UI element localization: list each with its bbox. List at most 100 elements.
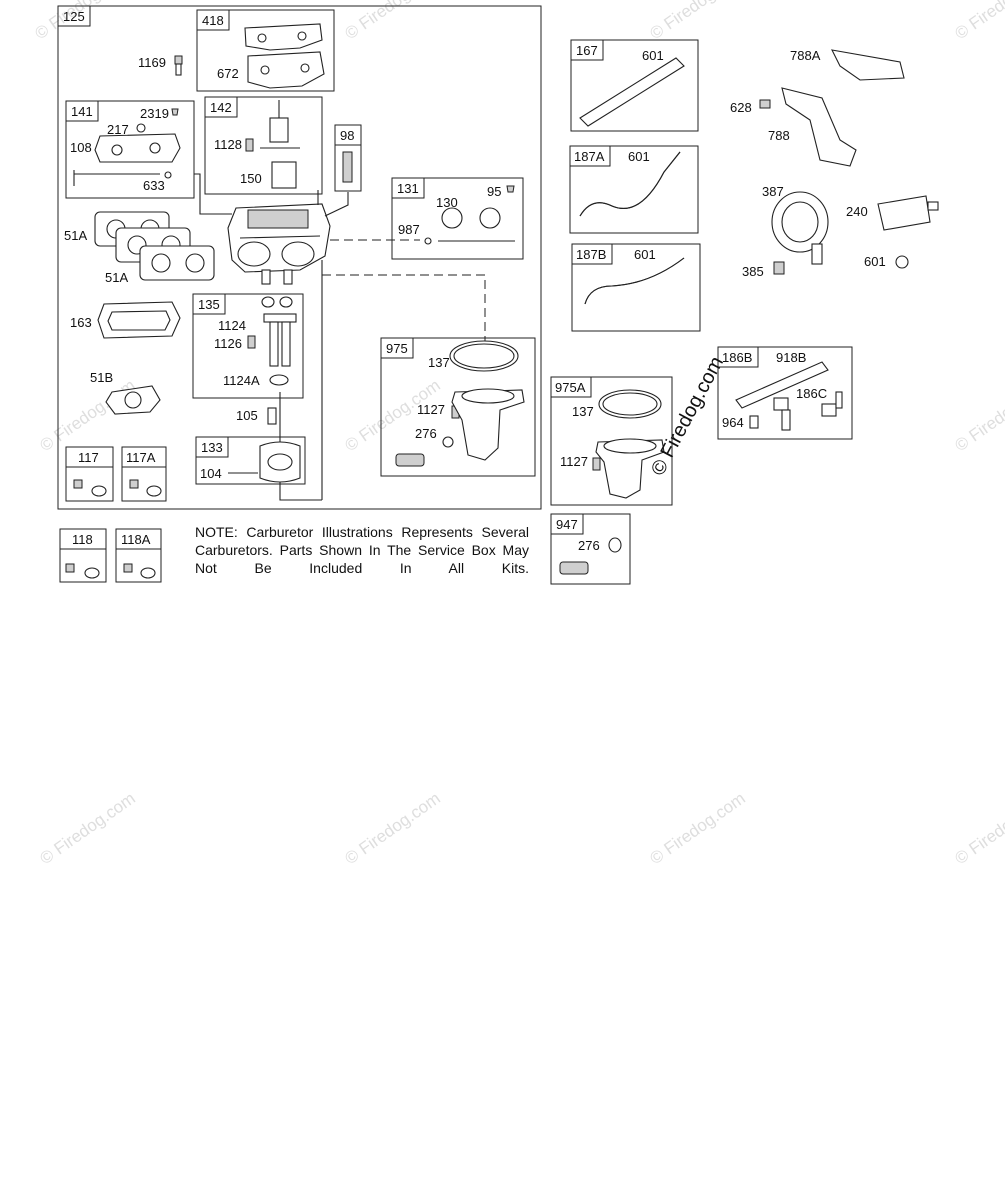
plug-217 — [136, 123, 146, 133]
ref-142: 142 — [210, 100, 232, 115]
ref-141: 141 — [71, 104, 93, 119]
frame-975 — [380, 337, 536, 477]
ref-137-975: 137 — [428, 355, 450, 370]
float-1124 — [261, 296, 297, 367]
fuel-line-187b — [584, 257, 685, 305]
ref-131: 131 — [397, 181, 419, 196]
frame-125 — [57, 5, 542, 510]
frame-187a — [569, 145, 699, 234]
ref-2319: 2319 — [140, 106, 169, 121]
ref-217: 217 — [107, 122, 129, 137]
frame-133 — [195, 436, 306, 485]
gasket-163 — [97, 301, 181, 339]
ref-1124: 1124 — [218, 318, 246, 333]
ref-633: 633 — [143, 178, 165, 193]
valve-disc-left — [441, 207, 463, 229]
label-box-125 — [57, 5, 91, 27]
label-box-117a — [121, 446, 167, 468]
frame-418 — [196, 9, 335, 92]
watermark: © Firedog.com — [36, 376, 138, 456]
ref-186c: 186C — [796, 386, 827, 401]
bracket-788a — [831, 49, 905, 81]
frame-131 — [391, 177, 524, 260]
fuel-filter-240 — [877, 195, 939, 231]
screw-1126 — [247, 335, 256, 349]
ref-788a: 788A — [790, 48, 821, 63]
label-box-131 — [391, 177, 425, 199]
ref-163: 163 — [70, 315, 92, 330]
ref-1127-975: 1127 — [417, 402, 445, 417]
ref-975: 975 — [386, 341, 408, 356]
label-box-98 — [334, 124, 362, 146]
float-133 — [259, 441, 301, 483]
bracket-788 — [781, 87, 857, 167]
ref-150: 150 — [240, 171, 262, 186]
float-bowl-975 — [395, 388, 525, 467]
needle-105 — [267, 407, 277, 425]
ref-51a-upper: 51A — [64, 228, 87, 243]
ref-135: 135 — [198, 297, 220, 312]
frame-141 — [65, 100, 195, 199]
frame-142 — [204, 96, 323, 195]
label-box-142 — [204, 96, 238, 118]
frame-187b — [571, 243, 701, 332]
gasket-plate-672 — [247, 51, 325, 89]
screw-1128 — [245, 138, 254, 152]
label-box-117 — [65, 446, 114, 468]
ref-418: 418 — [202, 13, 224, 28]
copyright-watermark: © Firedog.com — [647, 353, 728, 479]
ref-98: 98 — [340, 128, 354, 143]
plate-150 — [271, 161, 297, 189]
ref-964: 964 — [722, 415, 744, 430]
gasket-108 — [94, 133, 181, 163]
label-box-947 — [550, 513, 584, 535]
ref-601-187b: 601 — [634, 247, 656, 262]
ref-51a-lower: 51A — [105, 270, 128, 285]
ref-117: 117 — [78, 450, 99, 465]
ref-276-975: 276 — [415, 426, 437, 441]
ref-387: 387 — [762, 184, 784, 199]
fitting-186c — [821, 391, 843, 417]
ref-672: 672 — [217, 66, 239, 81]
ref-1169: 1169 — [138, 55, 166, 70]
ref-385: 385 — [742, 264, 764, 279]
ref-276-947: 276 — [578, 538, 600, 553]
watermark: © Firedog.com — [951, 376, 1005, 456]
ref-601-167: 601 — [642, 48, 664, 63]
frame-975a — [550, 376, 673, 506]
ref-137-975a: 137 — [572, 404, 594, 419]
screw-385 — [773, 261, 785, 275]
watermark: © Firedog.com — [951, 789, 1005, 869]
frame-186b — [717, 346, 853, 440]
ref-118: 118 — [72, 532, 93, 547]
ref-118a: 118A — [121, 532, 151, 547]
clip-95-icon — [506, 185, 515, 193]
ref-51b: 51B — [90, 370, 113, 385]
ref-130: 130 — [436, 195, 458, 210]
ref-105: 105 — [236, 408, 258, 423]
ref-1126: 1126 — [214, 336, 242, 351]
fuel-line-167 — [579, 57, 685, 127]
ref-167: 167 — [576, 43, 598, 58]
hose-918b — [735, 361, 829, 409]
watermark-layer: © Firedog.com © Firedog.com © Firedog.co… — [31, 0, 1005, 868]
gasket-plate-upper — [244, 23, 323, 51]
float-bowl-975a — [595, 438, 665, 499]
valve-disc-right — [479, 207, 501, 229]
gasket-51b — [105, 385, 161, 415]
fuel-pump-387 — [771, 191, 829, 265]
ref-628: 628 — [730, 100, 752, 115]
ref-187b: 187B — [576, 247, 606, 262]
ref-788: 788 — [768, 128, 790, 143]
ref-601-187a: 601 — [628, 149, 650, 164]
ref-918b: 918B — [776, 350, 806, 365]
ref-987: 987 — [398, 222, 420, 237]
ref-601-clamp: 601 — [864, 254, 886, 269]
ref-125: 125 — [63, 9, 85, 24]
ref-133: 133 — [201, 440, 223, 455]
ref-1124a: 1124A — [223, 373, 260, 388]
screw-98 — [342, 151, 353, 183]
ref-187a: 187A — [574, 149, 605, 164]
ref-1128: 1128 — [214, 137, 242, 152]
